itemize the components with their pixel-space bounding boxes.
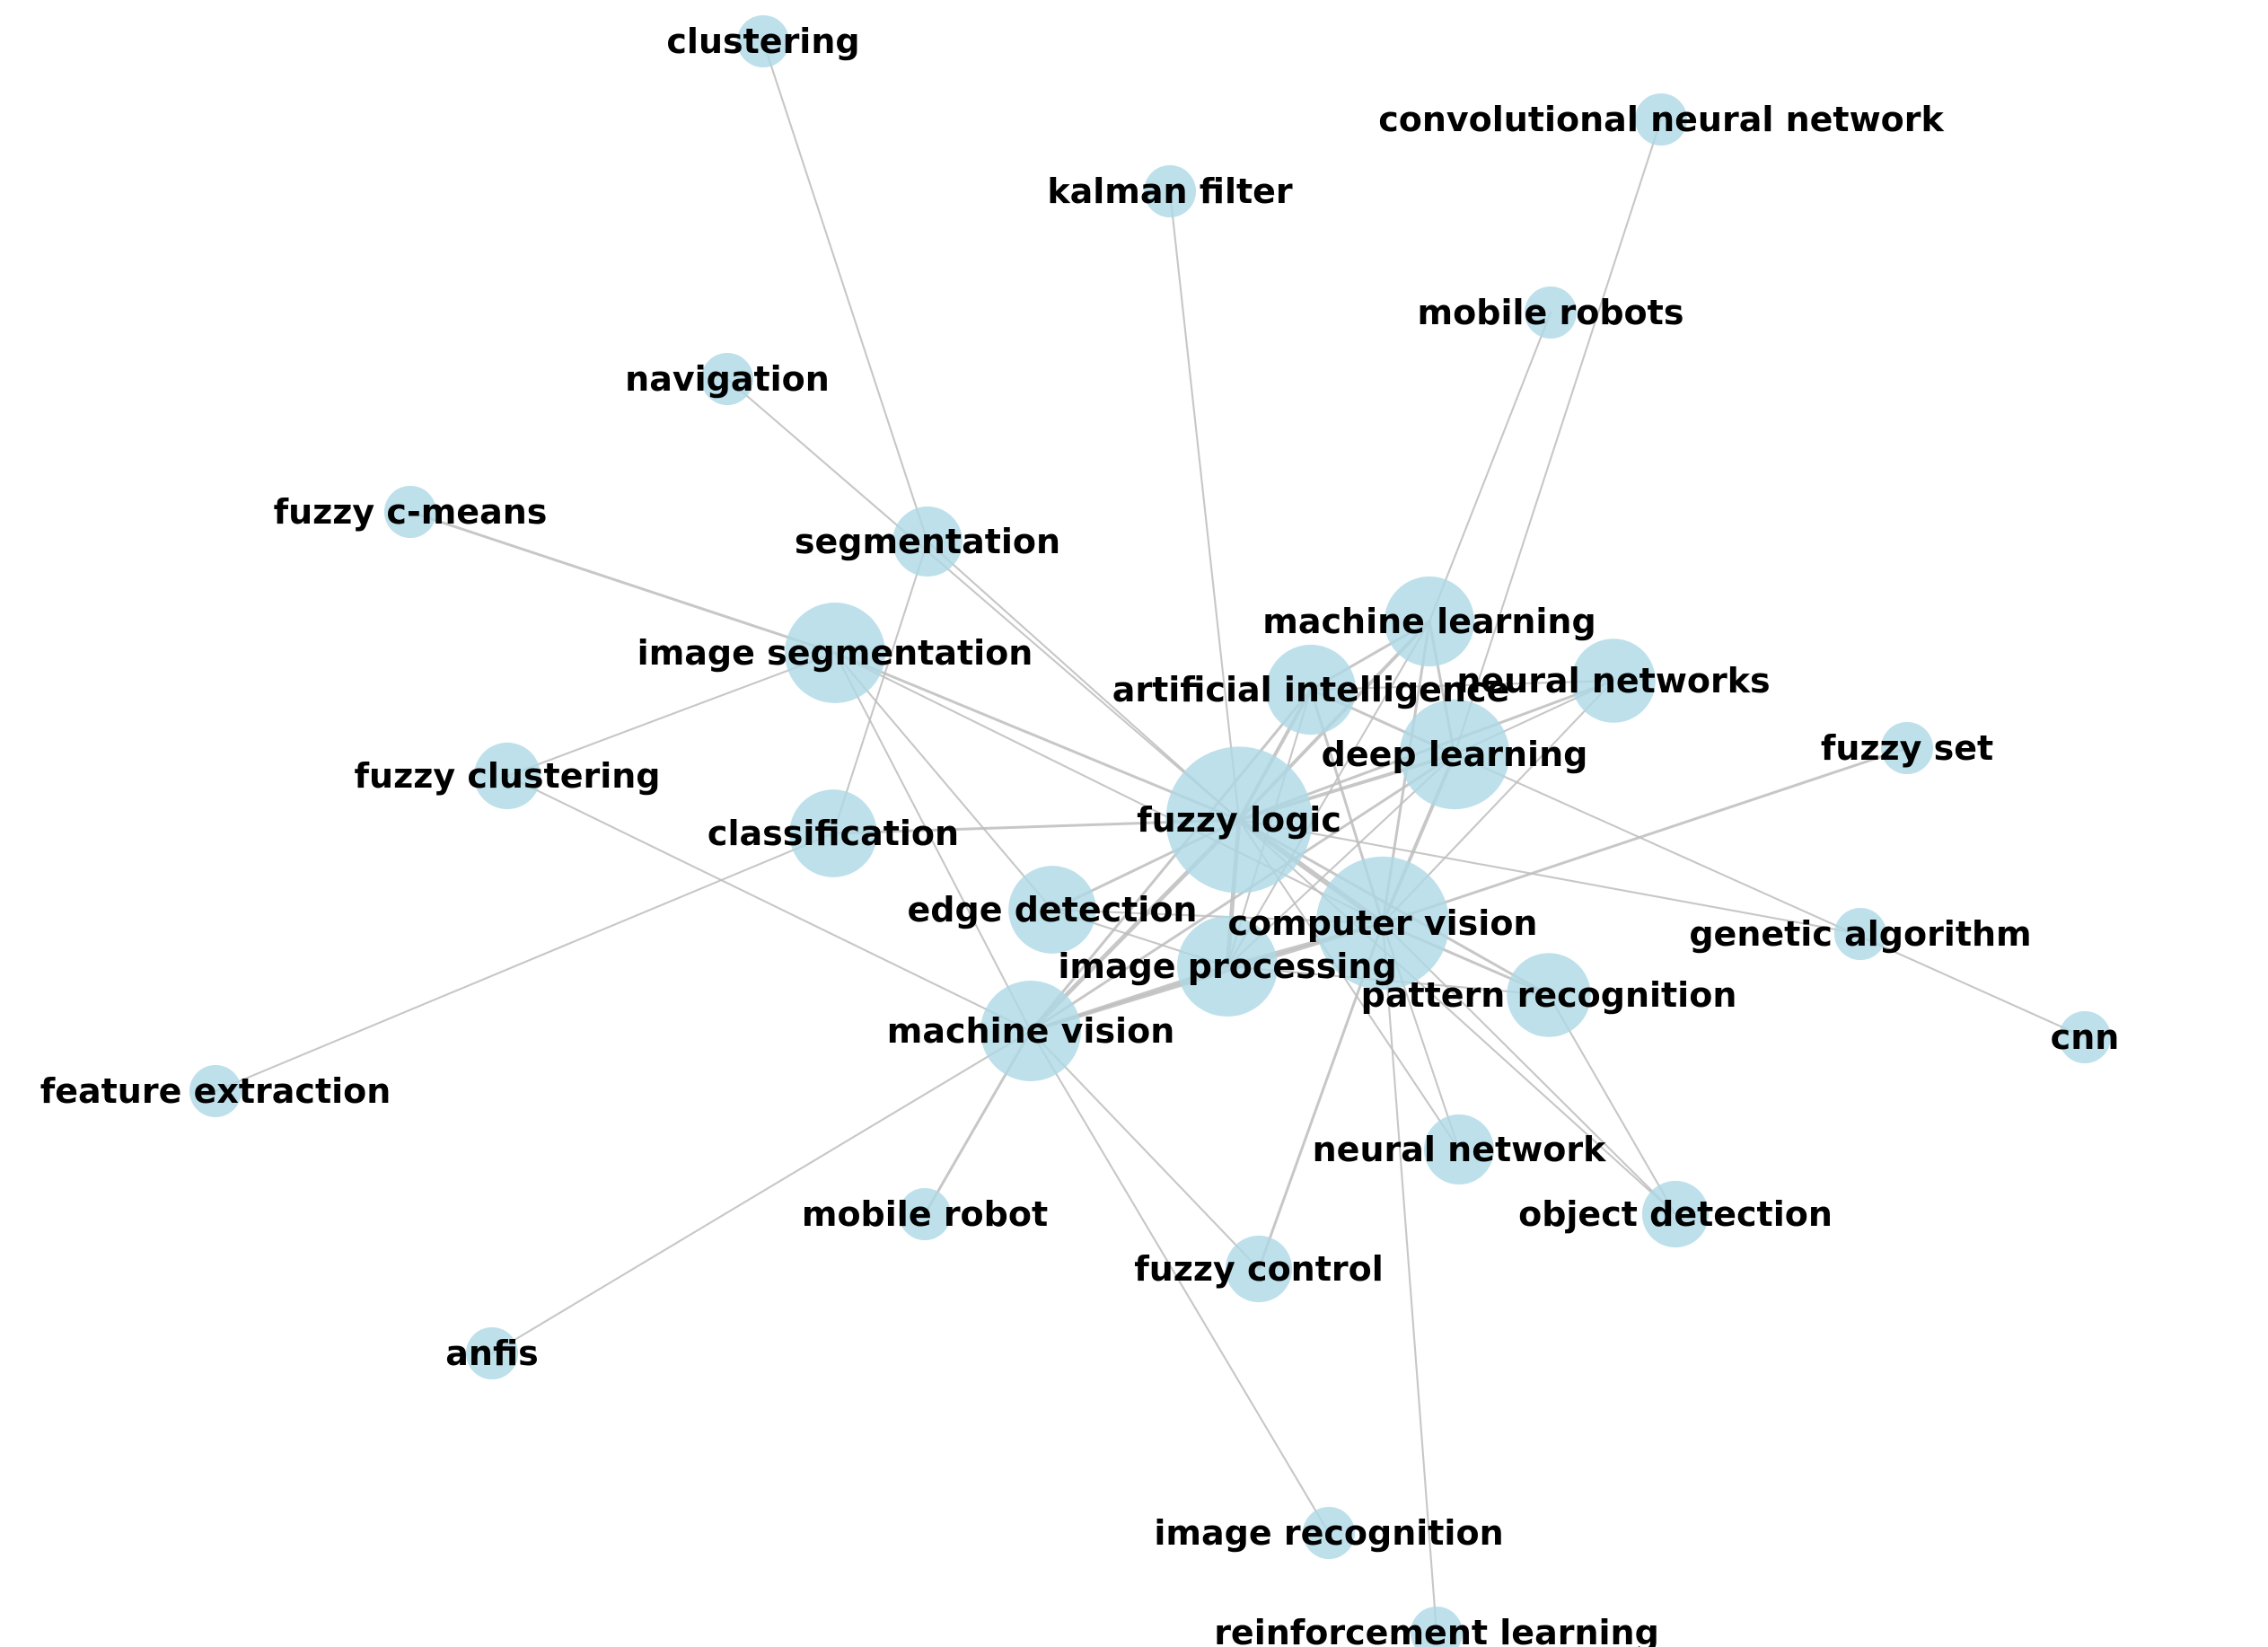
node-genetic-algorithm[interactable] <box>1833 907 1887 961</box>
edge-machine_learning-mobile_robots <box>1428 311 1552 623</box>
labels-layer: fuzzy logic computer vision deep learning i… <box>40 22 2120 1647</box>
edge-image_segmentation-fuzzy_c_means <box>409 510 837 655</box>
edge-machine_learning-image_processing <box>1226 620 1431 968</box>
node-label-object-detection: object detection <box>1518 1194 1833 1234</box>
edge-classification-feature_extraction <box>214 832 835 1093</box>
node-label-cnn: cnn <box>2051 1017 2120 1057</box>
node-label-navigation: navigation <box>625 359 830 399</box>
edge-fuzzy_logic-genetic_algorithm <box>1237 818 1862 936</box>
edge-image_segmentation-machine_vision <box>833 651 1033 1033</box>
edge-deep_learning-cnn <box>1453 753 2087 1039</box>
node-neural-networks[interactable] <box>1571 639 1656 723</box>
node-reinforcement-learning[interactable] <box>1410 1606 1464 1647</box>
node-mobile-robot[interactable] <box>898 1187 952 1241</box>
node-label-fuzzy-set: fuzzy set <box>1821 728 1993 768</box>
node-label-fuzzy-logic: fuzzy logic <box>1137 800 1341 840</box>
node-label-image-recognition: image recognition <box>1154 1513 1503 1553</box>
node-label-image-segmentation: image segmentation <box>637 633 1033 673</box>
node-label-edge-detection: edge detection <box>908 890 1198 929</box>
node-fuzzy-c-means[interactable] <box>383 485 437 539</box>
node-computer-vision[interactable] <box>1315 856 1450 991</box>
node-label-feature-extraction: feature extraction <box>40 1071 391 1111</box>
node-label-artificial-intelligence: artificial intelligence <box>1112 670 1510 709</box>
node-label-image-processing: image processing <box>1058 947 1396 986</box>
node-label-genetic-algorithm: genetic algorithm <box>1689 914 2031 954</box>
node-label-deep-learning: deep learning <box>1322 735 1588 774</box>
edge-pattern_recognition-object_detection <box>1547 993 1677 1216</box>
node-pattern-recognition[interactable] <box>1507 953 1591 1037</box>
node-label-machine-vision: machine vision <box>887 1011 1175 1051</box>
node-mobile-robots[interactable] <box>1524 286 1578 339</box>
edge-machine_vision-anfis <box>490 1029 1033 1355</box>
node-fuzzy-logic[interactable] <box>1165 746 1313 894</box>
node-kalman-filter[interactable] <box>1143 164 1197 218</box>
node-feature-extraction[interactable] <box>189 1064 242 1118</box>
node-label-classification: classification <box>708 814 959 853</box>
edge-fuzzy_logic-object_detection <box>1237 818 1677 1216</box>
node-machine-vision[interactable] <box>980 981 1081 1081</box>
node-cnn[interactable] <box>2058 1010 2112 1064</box>
edge-machine_vision-fuzzy_clustering <box>505 774 1033 1033</box>
node-machine-learning[interactable] <box>1384 576 1475 667</box>
edge-fuzzy_logic-kalman_filter <box>1168 189 1241 822</box>
node-label-anfis: anfis <box>445 1334 538 1373</box>
node-label-neural-networks: neural networks <box>1456 661 1770 700</box>
node-anfis[interactable] <box>465 1326 519 1380</box>
node-label-segmentation: segmentation <box>795 522 1060 561</box>
edge-segmentation-clustering <box>761 40 929 543</box>
edge-segmentation-classification <box>831 540 929 835</box>
node-label-kalman-filter: kalman filter <box>1047 172 1293 211</box>
edge-computer_vision-object_detection <box>1381 921 1677 1216</box>
nodes-layer <box>189 14 2112 1647</box>
node-label-machine-learning: machine learning <box>1262 602 1596 641</box>
edge-computer_vision-image_segmentation <box>833 651 1385 925</box>
node-label-mobile-robots: mobile robots <box>1418 293 1684 332</box>
node-clustering[interactable] <box>736 14 790 68</box>
node-fuzzy-clustering[interactable] <box>473 742 541 810</box>
node-neural-network[interactable] <box>1424 1114 1494 1185</box>
node-label-fuzzy-clustering: fuzzy clustering <box>355 756 661 796</box>
node-label-mobile-robot: mobile robot <box>802 1194 1048 1234</box>
edge-computer_vision-reinforcement_learning <box>1381 921 1438 1634</box>
node-label-reinforcement-learning: reinforcement learning <box>1214 1613 1659 1647</box>
edge-deep_learning-convolutional_neural_network <box>1453 118 1663 756</box>
edge-machine_vision-fuzzy_control <box>1029 1029 1261 1271</box>
node-image-processing[interactable] <box>1177 916 1278 1017</box>
edge-computer_vision-fuzzy_set <box>1381 746 1909 925</box>
node-label-computer-vision: computer vision <box>1228 903 1538 943</box>
node-object-detection[interactable] <box>1641 1180 1710 1248</box>
node-image-segmentation[interactable] <box>785 603 885 703</box>
edge-image_segmentation-fuzzy_clustering <box>505 651 837 778</box>
node-label-clustering: clustering <box>666 22 859 61</box>
edge-image_segmentation-edge_detection <box>833 651 1054 912</box>
node-deep-learning[interactable] <box>1399 699 1510 810</box>
node-classification[interactable] <box>789 789 877 877</box>
node-fuzzy-set[interactable] <box>1880 721 1934 775</box>
node-edge-detection[interactable] <box>1008 866 1096 954</box>
node-convolutional-neural-network[interactable] <box>1634 92 1688 146</box>
node-image-recognition[interactable] <box>1302 1506 1356 1560</box>
edge-fuzzy_logic-navigation <box>725 377 1241 822</box>
node-label-neural-network: neural network <box>1313 1130 1606 1169</box>
node-segmentation[interactable] <box>892 506 963 577</box>
node-label-convolutional-neural-network: convolutional neural network <box>1378 100 1944 139</box>
node-navigation[interactable] <box>700 352 754 406</box>
node-label-pattern-recognition: pattern recognition <box>1361 975 1737 1015</box>
edge-machine_vision-image_recognition <box>1029 1029 1331 1535</box>
node-fuzzy-control[interactable] <box>1225 1235 1293 1303</box>
edge-artificial_intelligence-neural_networks <box>1309 679 1615 691</box>
node-artificial-intelligence[interactable] <box>1265 644 1357 735</box>
node-label-fuzzy-c-means: fuzzy c-means <box>274 492 548 532</box>
edge-artificial_intelligence-machine_vision <box>1029 688 1313 1033</box>
node-label-fuzzy-control: fuzzy control <box>1134 1249 1384 1289</box>
